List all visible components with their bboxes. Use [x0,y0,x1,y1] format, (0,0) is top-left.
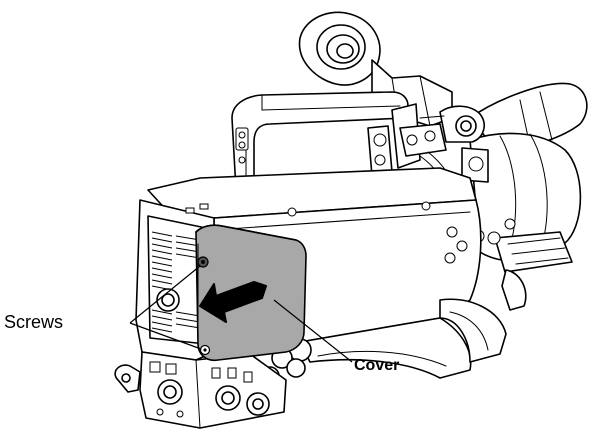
screws-callout-lines [129,265,202,350]
screw-bottom [199,344,211,356]
camera-body [135,167,482,386]
screw-top [197,256,209,268]
removal-direction-arrow [199,281,267,323]
cover-callout-line [273,299,353,363]
shoulder-mount [439,269,527,363]
cover-label: Cover [354,357,399,374]
rear-connector-panel [114,351,287,429]
lens [461,82,588,273]
screws-label: Screws [4,312,63,332]
